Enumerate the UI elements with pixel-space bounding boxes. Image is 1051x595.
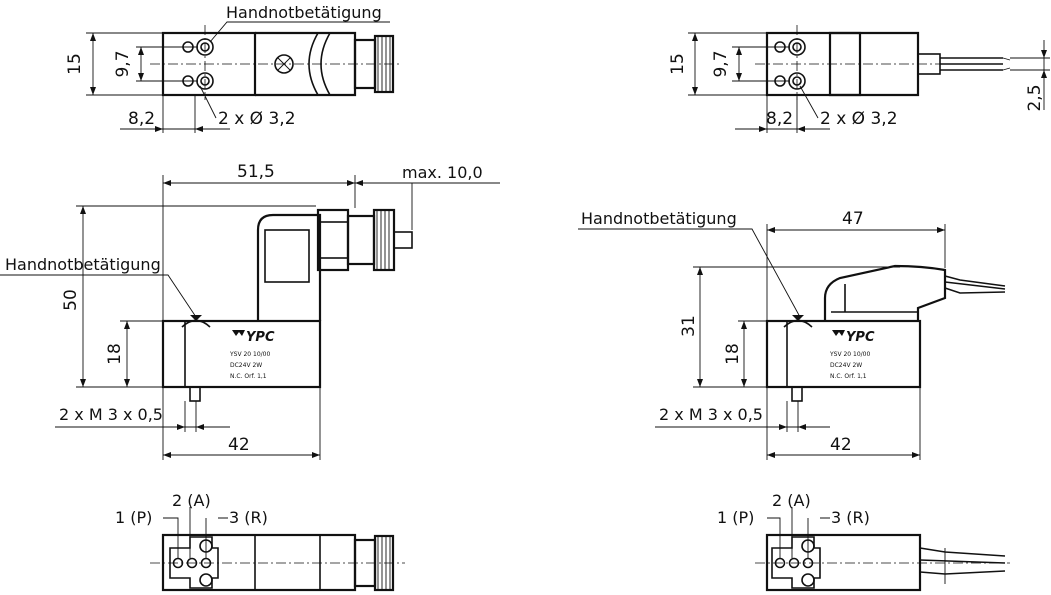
dim-9-7-left: 9,7 — [113, 50, 133, 77]
dim-8-2-left: 8,2 — [128, 109, 155, 129]
right-side-view: YPC YSV 20 10/00 DC24V 2W N.C. Orf. 1,1 … — [578, 209, 1006, 460]
dim-47: 47 — [842, 209, 864, 229]
label-port-r-left: 3 (R) — [229, 508, 268, 527]
left-top-view: 15 9,7 8,2 2 x Ø 3,2 Handnotbetätigung — [65, 3, 400, 133]
plate-line3-right: N.C. Orf. 1,1 — [830, 373, 867, 380]
label-manual-override-left: Handnotbetätigung — [5, 255, 161, 274]
brand-logo-right: YPC — [846, 330, 875, 345]
dim-51-5: 51,5 — [237, 162, 275, 182]
dim-2-5: 2,5 — [1025, 84, 1045, 111]
label-threads-left: 2 x M 3 x 0,5 — [59, 405, 163, 424]
dim-31: 31 — [679, 315, 699, 337]
label-port-a-left: 2 (A) — [172, 491, 211, 510]
plate-line2-left: DC24V 2W — [230, 362, 262, 369]
label-manual-override-top-left: Handnotbetätigung — [226, 3, 382, 22]
dim-15-right: 15 — [668, 53, 688, 75]
label-port-r-right: 3 (R) — [831, 508, 870, 527]
plate-line1-right: YSV 20 10/00 — [829, 351, 871, 358]
label-port-a-right: 2 (A) — [772, 491, 811, 510]
plate-line2-right: DC24V 2W — [830, 362, 862, 369]
label-holes-right: 2 x Ø 3,2 — [820, 109, 898, 129]
dim-42-left: 42 — [228, 435, 250, 455]
label-port-p-left: 1 (P) — [115, 508, 152, 527]
label-manual-override-right: Handnotbetätigung — [581, 209, 737, 228]
dim-max-10: max. 10,0 — [402, 163, 483, 182]
label-port-p-right: 1 (P) — [717, 508, 754, 527]
label-holes-left: 2 x Ø 3,2 — [218, 109, 296, 129]
right-bottom-view: 1 (P) 2 (A) 3 (R) — [717, 491, 1010, 592]
dim-50: 50 — [61, 289, 81, 311]
brand-logo-left: YPC — [246, 330, 275, 345]
left-bottom-view: 1 (P) 2 (A) 3 (R) — [115, 491, 405, 592]
dim-8-2-right: 8,2 — [766, 109, 793, 129]
dim-15-left: 15 — [65, 53, 85, 75]
plate-line3-left: N.C. Orf. 1,1 — [230, 373, 267, 380]
right-top-view: 15 9,7 8,2 2 x Ø 3,2 2,5 — [668, 25, 1050, 133]
left-side-view: YPC YSV 20 10/00 DC24V 2W N.C. Orf. 1,1 … — [0, 162, 500, 460]
dim-9-7-right: 9,7 — [711, 50, 731, 77]
dim-42-right: 42 — [830, 435, 852, 455]
dim-18-left: 18 — [105, 343, 125, 365]
label-threads-right: 2 x M 3 x 0,5 — [659, 405, 763, 424]
plate-line1-left: YSV 20 10/00 — [229, 351, 271, 358]
dim-18-right: 18 — [723, 343, 743, 365]
